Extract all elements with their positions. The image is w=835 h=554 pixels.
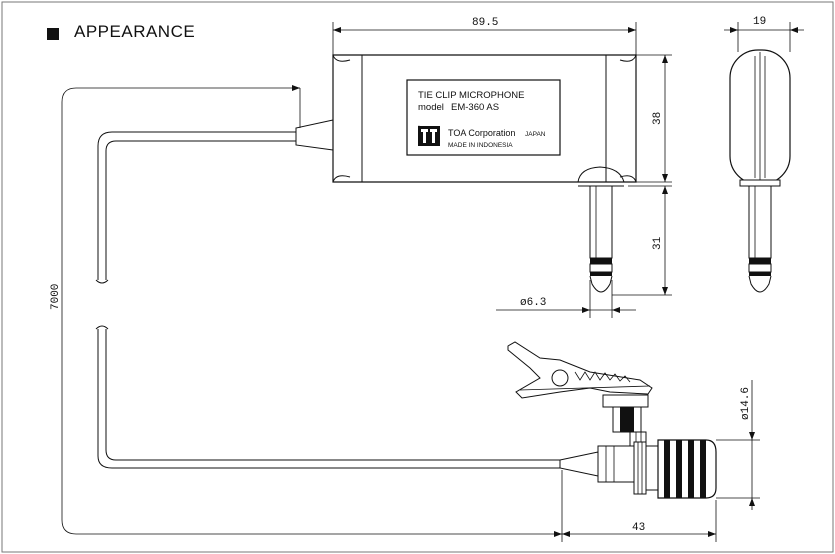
label-maker: TOA Corporation bbox=[448, 128, 515, 138]
dim-plug-diameter: ø6.3 bbox=[496, 280, 636, 318]
microphone-head bbox=[559, 439, 717, 499]
dim-mic-length-label: 43 bbox=[632, 522, 645, 534]
logo-letters: TOA bbox=[418, 124, 420, 127]
dim-side-width-label: 19 bbox=[753, 16, 766, 28]
dim-cable-length-label: 7000 bbox=[50, 284, 62, 310]
label-plate: TIE CLIP MICROPHONE model EM-360 AS TOA … bbox=[406, 79, 561, 156]
dim-plug-length-label: 31 bbox=[652, 236, 664, 250]
dim-body-height: 38 bbox=[610, 54, 672, 183]
header-square-icon bbox=[47, 28, 59, 40]
page-title: APPEARANCE bbox=[74, 22, 196, 41]
label-model: EM-360 AS bbox=[451, 102, 499, 113]
dim-plug-length: 31 bbox=[612, 185, 672, 296]
label-line1: TIE CLIP MICROPHONE bbox=[418, 90, 524, 101]
dim-plug-diameter-label: ø6.3 bbox=[520, 297, 546, 309]
dim-side-width: 19 bbox=[724, 16, 804, 52]
toa-logo-icon: TOA bbox=[418, 124, 440, 146]
plug bbox=[577, 166, 625, 293]
label-model-prefix: model bbox=[418, 102, 444, 113]
label-country: JAPAN bbox=[525, 131, 546, 138]
dim-body-height-label: 38 bbox=[652, 112, 664, 125]
cable bbox=[95, 131, 560, 469]
dim-mic-diameter: ø14.6 bbox=[716, 380, 760, 510]
dim-cable-length: 7000 bbox=[50, 85, 563, 542]
dim-mic-diameter-label: ø14.6 bbox=[740, 387, 752, 420]
dim-body-width: 89.5 bbox=[332, 17, 637, 55]
dim-mic-length: 43 bbox=[562, 500, 717, 542]
dim-body-width-label: 89.5 bbox=[472, 17, 498, 29]
label-origin: MADE IN INDONESIA bbox=[448, 142, 513, 149]
side-view bbox=[729, 49, 791, 293]
